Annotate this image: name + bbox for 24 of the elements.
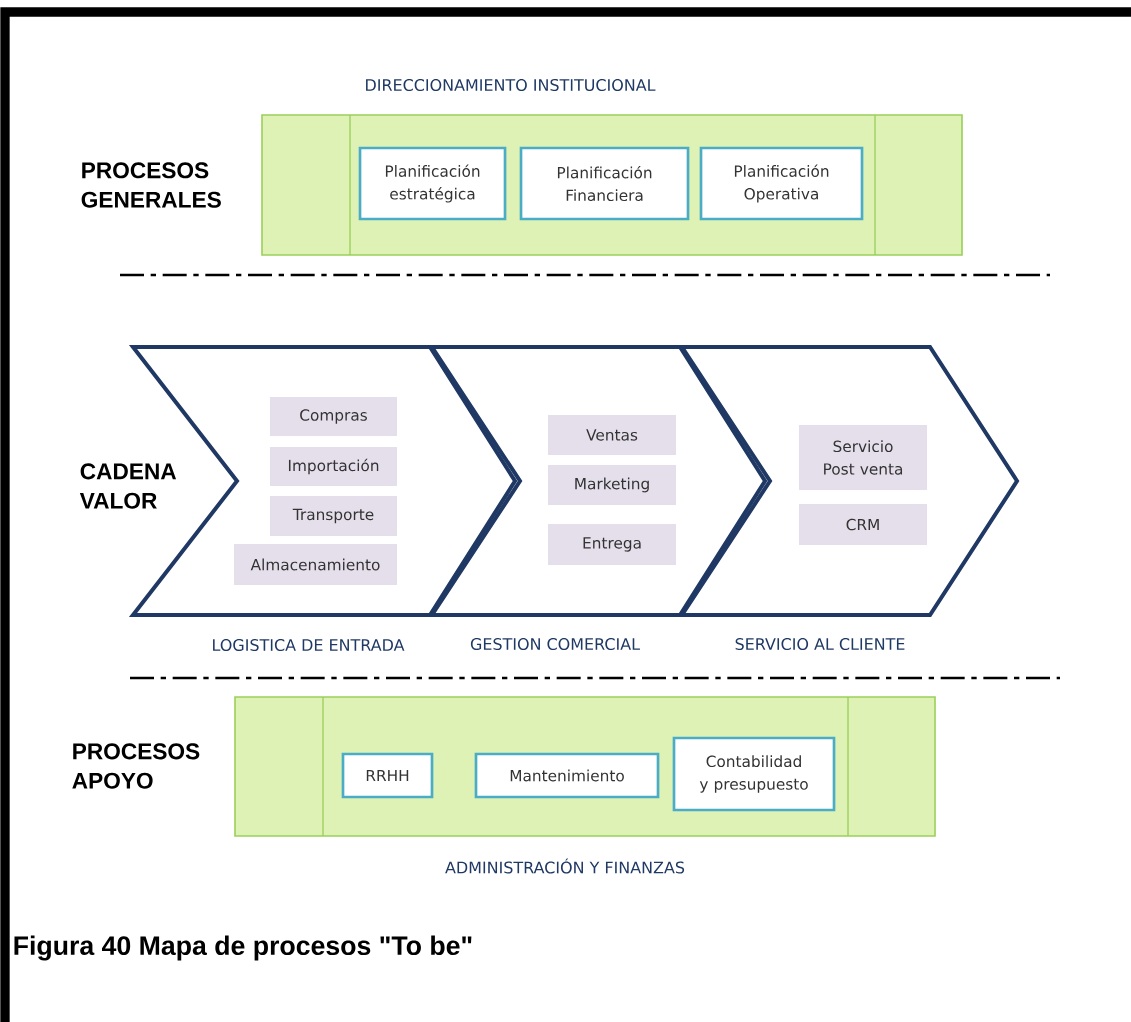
activity-box: Ventas bbox=[548, 415, 676, 455]
activity-box: Importación bbox=[270, 447, 397, 486]
node-label: ADMINISTRACIÓN Y FINANZAS bbox=[445, 858, 685, 874]
node-label: DIRECCIONAMIENTO INSTITUCIONAL bbox=[366, 78, 656, 92]
activity-box: Transporte bbox=[270, 496, 397, 536]
activity-box: Entrega bbox=[548, 524, 676, 565]
process-box: Contabilidad y presupuesto bbox=[672, 736, 836, 812]
activity-box: CRM bbox=[799, 504, 927, 545]
caption: Figura 40 Mapa de procesos "To be" bbox=[14, 935, 472, 961]
node-label: LOGISTICA DE ENTRADA bbox=[213, 638, 405, 652]
process-box: Planificación Operativa bbox=[699, 146, 864, 221]
activity-box: Compras bbox=[270, 397, 397, 436]
node-label: SERVICIO AL CLIENTE bbox=[735, 637, 905, 651]
process-box: Mantenimiento bbox=[474, 752, 660, 799]
row-label: CADENA VALOR bbox=[79, 463, 177, 509]
row-label: PROCESOS APOYO bbox=[72, 743, 200, 789]
process-box: Planificación estratégica bbox=[358, 146, 507, 221]
process-box: Planificación Financiera bbox=[519, 146, 690, 221]
activity-box: Almacenamiento bbox=[234, 544, 397, 585]
process-box: RRHH bbox=[341, 752, 434, 799]
activity-box: Marketing bbox=[548, 465, 676, 505]
node-label: GESTION COMERCIAL bbox=[470, 637, 640, 651]
activity-box: Servicio Post venta bbox=[799, 425, 927, 490]
row-label: PROCESOS GENERALES bbox=[81, 162, 221, 208]
